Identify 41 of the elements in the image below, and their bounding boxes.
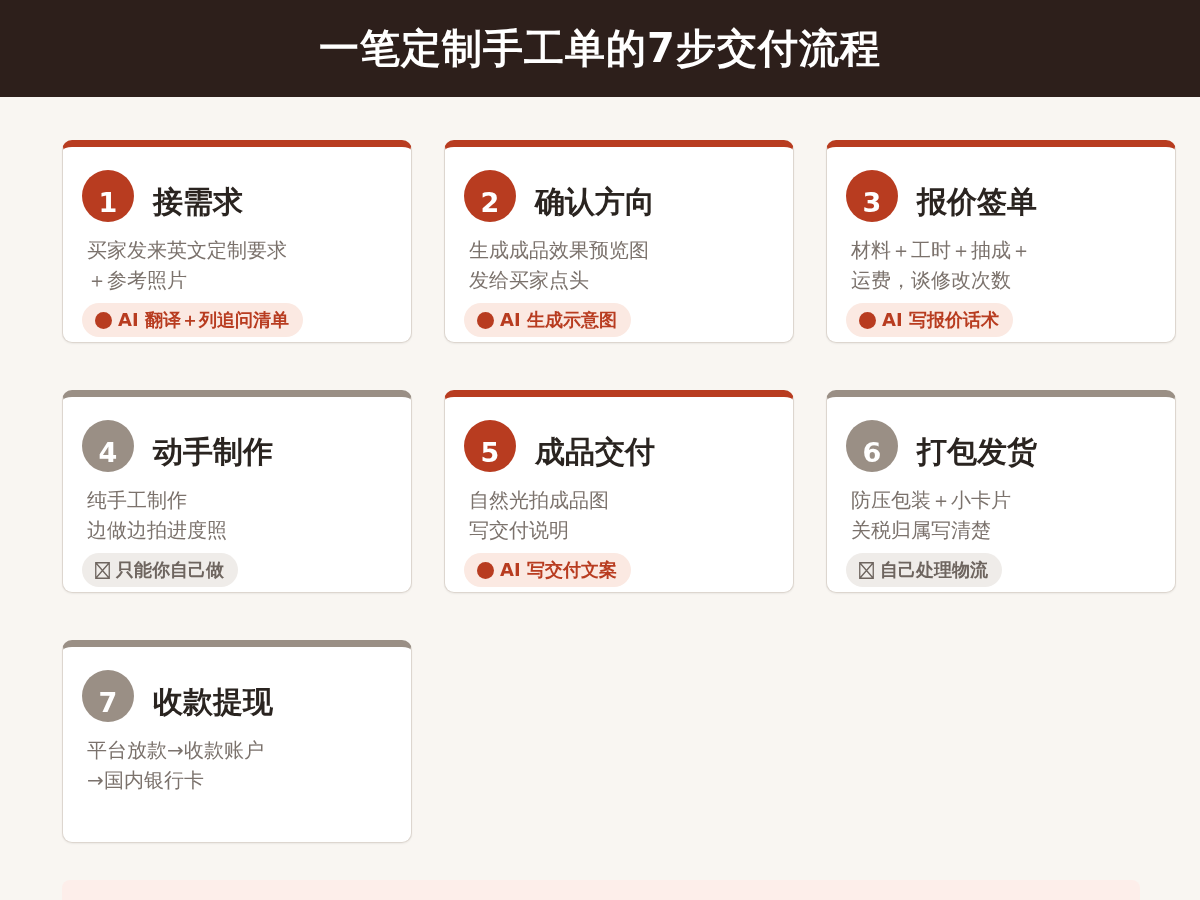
step-tag [82, 303, 303, 337]
step-tag [464, 303, 631, 337]
step-description: 材料＋工时＋抽成＋运费，谈修改次数 [851, 237, 1031, 294]
step-tag [846, 553, 1002, 587]
tag-text: AI 生成示意图 [500, 308, 617, 332]
step-description: 平台放款→收款账户→国内银行卡 [87, 737, 264, 794]
tag-text: AI 写交付文案 [500, 558, 617, 582]
step-card [444, 140, 794, 343]
tag-text: AI 翻译＋列追问清单 [118, 308, 289, 332]
step-title: 报价签单 [917, 183, 1037, 221]
number-circle: 1 [82, 170, 134, 222]
step-card [62, 640, 412, 843]
step-description: 自然光拍成品图写交付说明 [469, 487, 609, 544]
step-title: 接需求 [153, 183, 243, 221]
step-title: 成品交付 [535, 433, 655, 471]
number-circle: 5 [464, 420, 516, 472]
number-circle: 2 [464, 170, 516, 222]
step-title: 确认方向 [535, 183, 655, 221]
number-circle: 7 [82, 670, 134, 722]
step-description: 防压包装＋小卡片关税归属写清楚 [851, 487, 1011, 544]
step-tag [82, 553, 238, 587]
step-title: 收款提现 [153, 683, 273, 721]
step-tag [464, 553, 631, 587]
number-circle: 3 [846, 170, 898, 222]
step-tag [846, 303, 1013, 337]
page-title: 一笔定制手工单的7步交付流程 [319, 24, 881, 73]
step-card [826, 390, 1176, 593]
step-card [62, 390, 412, 593]
step-title: 打包发货 [917, 433, 1037, 471]
number-circle: 4 [82, 420, 134, 472]
step-description: 买家发来英文定制要求＋参考照片 [87, 237, 287, 294]
step-description: 纯手工制作边做边拍进度照 [87, 487, 227, 544]
step-card [62, 140, 412, 343]
step-card [826, 140, 1176, 343]
step-description: 生成成品效果预览图发给买家点头 [469, 237, 649, 294]
step-card [444, 390, 794, 593]
tag-text: 自己处理物流 [880, 558, 988, 582]
tag-text: AI 写报价话术 [882, 308, 999, 332]
step-title: 动手制作 [153, 433, 273, 471]
number-circle: 6 [846, 420, 898, 472]
tag-text: 只能你自己做 [116, 558, 224, 582]
